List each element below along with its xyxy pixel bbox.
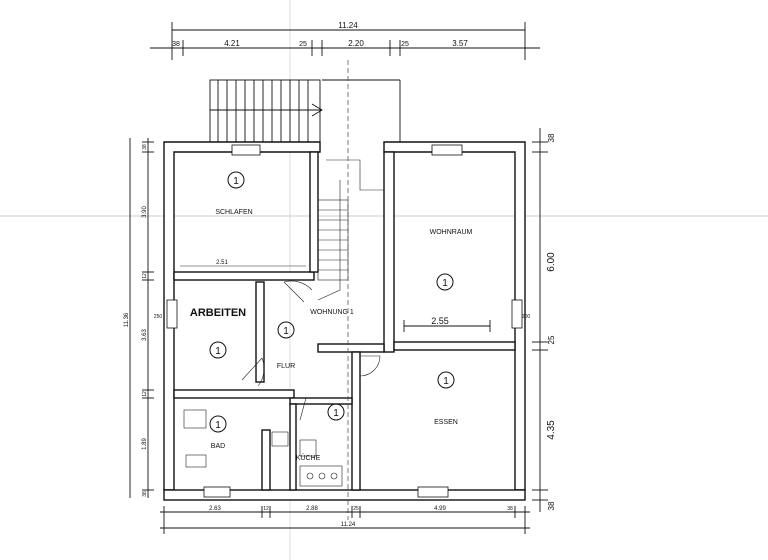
inner-dimension-wohnraum: 2.55: [403, 316, 491, 332]
dim-window-left: 250: [154, 314, 163, 320]
dim-left-7: 38: [142, 491, 148, 497]
dim-window-right: 200: [522, 314, 531, 320]
svg-text:1: 1: [442, 278, 448, 289]
dim-left-5: 12: [142, 391, 148, 397]
svg-text:1: 1: [283, 326, 289, 337]
room-label-wohnung: WOHNUNG 1: [310, 309, 354, 316]
dim-bottom-total: 11.24: [341, 522, 356, 528]
dim-bottom-4: 25: [353, 506, 359, 512]
svg-text:2.51: 2.51: [216, 260, 228, 266]
svg-text:1: 1: [233, 176, 239, 187]
svg-text:1: 1: [215, 346, 221, 357]
room-label-wohnraum: WOHNRAUM: [430, 229, 473, 236]
room-label-kueche: KÜCHE: [296, 454, 321, 462]
dim-bottom-3: 2.88: [306, 506, 318, 512]
dim-top-1: 38: [172, 41, 180, 48]
unit-marker-kueche: 1: [327, 403, 345, 421]
dim-top-3: 25: [299, 41, 307, 48]
inner-dimension-schlafen: 2.51: [180, 260, 306, 267]
top-dimension-chain: 11.24 38 4.21 25 2.20 25 3.57: [150, 21, 540, 60]
room-label-essen: ESSEN: [434, 419, 458, 426]
exterior-stairs: [209, 79, 401, 145]
svg-text:2.55: 2.55: [431, 316, 449, 326]
dim-top-total: 11.24: [338, 21, 358, 30]
dim-left-2: 3.90: [142, 206, 148, 218]
svg-text:1: 1: [215, 420, 221, 431]
dim-bottom-6: 38: [507, 506, 513, 512]
dim-right-1: 38: [547, 133, 556, 142]
unit-marker-flur: 1: [277, 321, 295, 339]
interior-stairs: [317, 60, 384, 520]
unit-marker-essen: 1: [437, 371, 455, 389]
dim-top-2: 4.21: [224, 39, 240, 48]
room-label-schlafen: SCHLAFEN: [215, 209, 252, 216]
dim-bottom-5: 4.99: [434, 506, 446, 512]
left-dimension-chain: 11.36 38 3.90 12 3.63 12 1.89 38: [124, 138, 154, 498]
room-label-bad: BAD: [211, 443, 225, 450]
dim-bottom-2: 12: [263, 506, 269, 512]
dim-left-6: 1.89: [142, 438, 148, 450]
svg-text:1: 1: [333, 408, 339, 419]
room-label-arbeiten: ARBEITEN: [190, 307, 246, 319]
right-dimension-chain: 38 6.00 25 4.35 38: [532, 128, 557, 512]
dim-right-2: 6.00: [546, 252, 557, 272]
dim-right-5: 38: [547, 501, 556, 510]
dim-left-4: 3.63: [142, 329, 148, 341]
bathroom-fixtures: [183, 409, 289, 468]
dim-top-5: 25: [401, 41, 409, 48]
bottom-dimension-chain: 2.63 12 2.88 25 4.99 38 11.24: [160, 506, 530, 534]
door-swings: [241, 280, 381, 421]
dim-top-6: 3.57: [452, 39, 468, 48]
dim-top-4: 2.20: [348, 39, 364, 48]
dim-left-3: 12: [142, 273, 148, 279]
unit-marker-schlafen: 1: [227, 171, 245, 189]
dim-bottom-1: 2.63: [209, 506, 221, 512]
room-label-flur: FLUR: [277, 363, 295, 370]
dim-left-1: 38: [142, 144, 148, 150]
unit-marker-arbeiten: 1: [209, 341, 227, 359]
kitchen-fixtures: [299, 439, 343, 487]
unit-marker-bad: 1: [209, 415, 227, 433]
dim-right-4: 4.35: [546, 420, 557, 440]
interior-walls: [173, 151, 516, 491]
svg-text:1: 1: [443, 376, 449, 387]
dim-left-total: 11.36: [124, 312, 130, 327]
unit-marker-wohnraum: 1: [436, 273, 454, 291]
dim-right-3: 25: [547, 335, 556, 344]
